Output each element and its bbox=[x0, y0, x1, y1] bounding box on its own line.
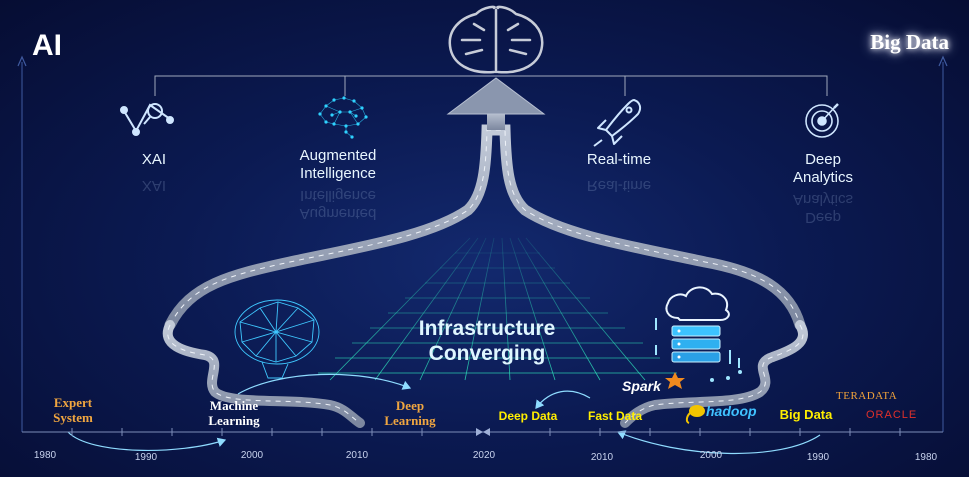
big-data-title: Big Data bbox=[870, 30, 949, 54]
timeline-ticks bbox=[71, 428, 901, 436]
feature-label-augmented-intelligence: Augmented Intelligence bbox=[299, 147, 377, 182]
infrastructure-grid bbox=[318, 237, 677, 381]
server-stack-icon bbox=[671, 325, 721, 363]
center-title-line1: Infrastructure bbox=[418, 317, 556, 340]
year-label: 1990 bbox=[806, 452, 830, 463]
teradata-logo: TERADATA bbox=[836, 390, 898, 402]
ai-stage-machine-learning-line1: Machine bbox=[209, 398, 259, 413]
feature-label-deep-analytics: Deep Analytics bbox=[792, 151, 854, 186]
year-label: 1990 bbox=[134, 452, 158, 463]
bigdata-stage-big-data: Big Data bbox=[779, 407, 833, 422]
feature-reflection-deep-analytics: Deep Analytics bbox=[792, 191, 854, 226]
ai-stage-machine-learning-line2: Learning bbox=[208, 413, 260, 428]
rocket-icon-graphic bbox=[593, 99, 642, 147]
feature-label-xai: XAI bbox=[141, 151, 167, 168]
ai-stage-expert-system-line1: Expert bbox=[53, 395, 93, 410]
xai-network-icon-graphic bbox=[120, 103, 174, 136]
feature-reflection-real-time: Real-time bbox=[586, 177, 652, 194]
ai-progress-arrow-lower bbox=[67, 431, 227, 451]
bigdata-progress-arrow-upper bbox=[535, 390, 591, 409]
hadoop-elephant-icon bbox=[685, 405, 705, 424]
ai-stage-expert-system-line2: System bbox=[53, 410, 93, 425]
year-label: 2010 bbox=[345, 450, 369, 461]
ai-stage-deep-learning-line1: Deep bbox=[395, 398, 425, 413]
bigdata-progress-arrow-lower bbox=[616, 430, 821, 455]
year-label: 2000 bbox=[699, 450, 723, 461]
ai-stage-deep-learning-line2: Learning bbox=[384, 413, 436, 428]
feature-reflection-xai: XAI bbox=[141, 177, 167, 194]
augmented-brain-icon-graphic bbox=[318, 96, 368, 139]
right-axis-arrow-icon bbox=[938, 55, 948, 67]
road-arrow-head-icon bbox=[446, 77, 546, 115]
radar-target-icon-graphic bbox=[805, 103, 839, 138]
timeline-center-marker-icon bbox=[476, 428, 490, 436]
feature-bracket bbox=[154, 75, 828, 96]
ai-stage-expert-system: Expert System bbox=[53, 395, 93, 425]
year-label: 2010 bbox=[590, 452, 614, 463]
year-label: 2000 bbox=[240, 450, 264, 461]
center-title-line2: Converging bbox=[428, 342, 546, 365]
top-brain-icon bbox=[448, 5, 544, 74]
wireframe-brain-icon bbox=[234, 299, 320, 379]
year-label: 1980 bbox=[914, 452, 938, 463]
feature-label-real-time: Real-time bbox=[586, 151, 652, 168]
road bbox=[162, 77, 808, 428]
spark-star-icon bbox=[665, 372, 685, 389]
ai-title: AI bbox=[32, 29, 62, 62]
bigdata-stage-fast-data: Fast Data bbox=[587, 409, 643, 423]
hadoop-logo: hadoop bbox=[706, 403, 757, 419]
spark-logo: Spark bbox=[622, 378, 661, 394]
oracle-logo: ORACLE bbox=[866, 409, 918, 421]
ai-stage-deep-learning: Deep Learning bbox=[384, 398, 435, 428]
cloud-server-icon bbox=[665, 286, 730, 321]
year-label: 1980 bbox=[33, 450, 57, 461]
ai-progress-arrow-upper bbox=[237, 373, 412, 395]
server-dots bbox=[655, 318, 742, 382]
bigdata-stage-deep-data: Deep Data bbox=[498, 409, 558, 423]
left-axis-arrow-icon bbox=[17, 55, 27, 67]
augmented-brain-links bbox=[319, 97, 367, 138]
year-label: 2020 bbox=[472, 450, 496, 461]
feature-reflection-augmented-intelligence: Augmented Intelligence bbox=[299, 187, 377, 222]
ai-stage-machine-learning: Machine Learning bbox=[208, 398, 259, 428]
